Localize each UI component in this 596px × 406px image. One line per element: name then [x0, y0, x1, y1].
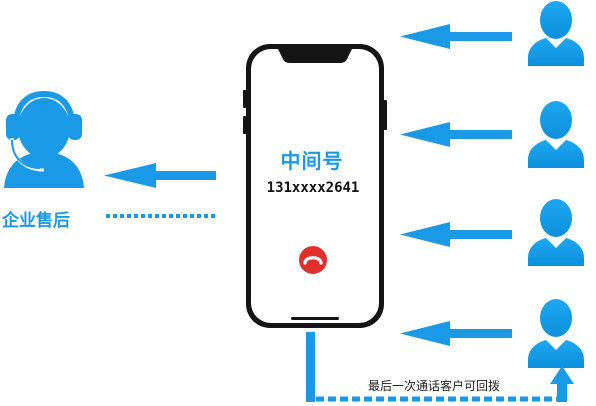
arrow-to-agent	[104, 163, 216, 188]
headset-agent-icon	[4, 90, 84, 188]
customer-person-icon	[528, 299, 584, 368]
arrow-from-customer	[400, 321, 512, 346]
callback-connector	[306, 332, 574, 402]
hang-up-icon[interactable]	[299, 246, 327, 274]
arrow-from-customer	[400, 122, 512, 147]
arrow-from-customer	[400, 24, 512, 49]
phone-number: 131xxxx2641	[266, 180, 360, 196]
customer-person-icon	[528, 101, 584, 168]
phone-title: 中间号	[280, 149, 344, 173]
customer-person-icon	[528, 1, 584, 66]
arrow-from-customer	[400, 222, 512, 247]
phone-device	[243, 44, 387, 328]
callback-note: 最后一次通话客户可回拨	[368, 379, 501, 393]
customer-person-icon	[528, 199, 584, 266]
agent-label: 企业售后	[2, 211, 70, 231]
